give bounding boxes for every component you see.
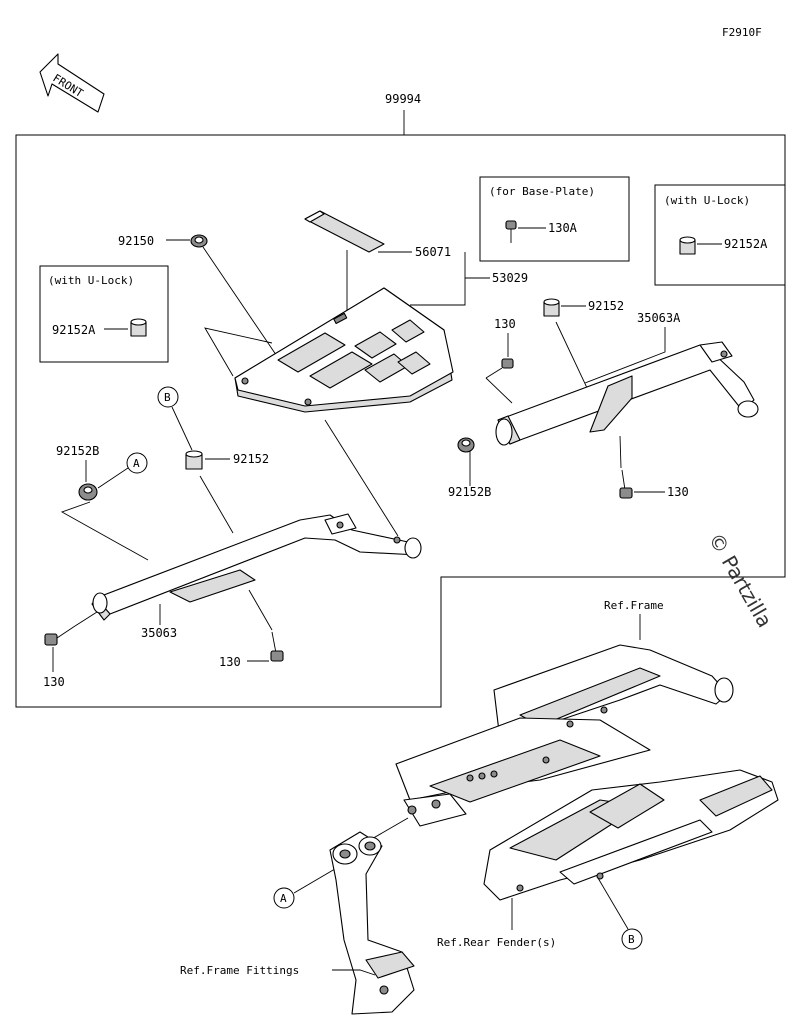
leader-plate-to-bracket xyxy=(324,419,399,537)
ref-frame-fittings-label: Ref.Frame Fittings xyxy=(180,964,299,977)
bracket-35063 xyxy=(91,513,422,621)
callout-130-right: 130 xyxy=(667,485,689,499)
grommet-92152B-right-icon xyxy=(457,437,475,453)
ref-frame-fittings-drawing xyxy=(329,831,415,1015)
svg-text:A: A xyxy=(280,892,287,905)
leader-53029 xyxy=(410,252,466,306)
figure-code: F2910F xyxy=(722,26,762,39)
ref-frame-label: Ref.Frame xyxy=(604,599,664,612)
callout-130-lower: 130 xyxy=(219,655,241,669)
leader-130-left-to-bracket xyxy=(74,611,98,627)
callout-92152A-left: 92152A xyxy=(52,323,96,337)
leader-35063A xyxy=(584,327,666,384)
callout-35063A: 35063A xyxy=(637,311,681,325)
base-plate-note-box xyxy=(479,176,630,262)
grommet-92152B-left-icon xyxy=(78,483,98,501)
callout-92150: 92150 xyxy=(118,234,154,248)
callout-130-left: 130 xyxy=(43,675,65,689)
callout-92152-left: 92152 xyxy=(233,452,269,466)
collar-92152-left-icon xyxy=(185,450,203,470)
svg-text:A: A xyxy=(133,457,140,470)
marker-b-lower: B xyxy=(621,928,643,950)
leader-92152-left-to-bracket xyxy=(199,475,234,534)
callout-92152-right: 92152 xyxy=(588,299,624,313)
ref-frame-drawing xyxy=(395,644,734,827)
u-lock-left-note: (with U-Lock) xyxy=(48,274,134,287)
marker-b-upper: B xyxy=(157,386,179,408)
u-lock-right-box xyxy=(654,184,786,286)
callout-99994: 99994 xyxy=(385,92,421,106)
bracket-35063A xyxy=(495,341,759,446)
leader-b-upper xyxy=(171,406,193,451)
callout-92152B-right: 92152B xyxy=(448,485,491,499)
collar-92152A-right-icon xyxy=(679,236,696,255)
leader-130-right-to-bracket xyxy=(619,435,622,469)
collar-92152A-left-icon xyxy=(130,318,147,337)
callout-130-top: 130 xyxy=(494,317,516,331)
callout-53029: 53029 xyxy=(492,271,528,285)
pad-56071 xyxy=(304,210,385,253)
svg-text:B: B xyxy=(628,933,635,946)
marker-a-lower: A xyxy=(273,887,295,909)
leader-b-lower xyxy=(597,877,629,930)
svg-text:B: B xyxy=(164,391,171,404)
base-plate-note: (for Base-Plate) xyxy=(489,185,595,198)
callout-35063: 35063 xyxy=(141,626,177,640)
callout-56071: 56071 xyxy=(415,245,451,259)
bolt-130-lower-icon xyxy=(270,631,284,662)
leader-left-bracket-lines xyxy=(60,501,149,561)
front-arrow-icon: FRONT xyxy=(39,53,105,113)
u-lock-left-box xyxy=(39,265,169,363)
leader-130-lower-to-bracket xyxy=(248,589,273,631)
leader-ref-frame-fittings xyxy=(332,969,376,976)
leader-plate-lines xyxy=(204,327,273,377)
bolt-130-left-icon xyxy=(44,625,76,646)
leader-fittings-to-frame xyxy=(369,817,409,841)
base-plate-53029 xyxy=(234,287,454,413)
bolt-92150-icon xyxy=(190,234,208,248)
leader-a-lower xyxy=(293,865,341,894)
watermark: © Partzilla xyxy=(704,529,777,632)
ref-rear-fender-drawing xyxy=(483,769,779,901)
marker-a-upper: A xyxy=(126,452,148,474)
bolt-130A-icon xyxy=(505,220,517,243)
callout-92152B-left: 92152B xyxy=(56,444,99,458)
callout-130A: 130A xyxy=(548,221,578,235)
callout-92152A-right: 92152A xyxy=(724,237,768,251)
assembly-frame xyxy=(15,134,786,708)
bolt-130-top-icon xyxy=(485,358,514,379)
collar-92152-right-icon xyxy=(543,298,560,317)
ref-rear-fender-label: Ref.Rear Fender(s) xyxy=(437,936,556,949)
bolt-130-right-icon xyxy=(619,469,633,499)
u-lock-right-note: (with U-Lock) xyxy=(664,194,750,207)
leader-a-upper xyxy=(97,467,129,489)
leader-130-top-to-bracket xyxy=(485,377,513,404)
